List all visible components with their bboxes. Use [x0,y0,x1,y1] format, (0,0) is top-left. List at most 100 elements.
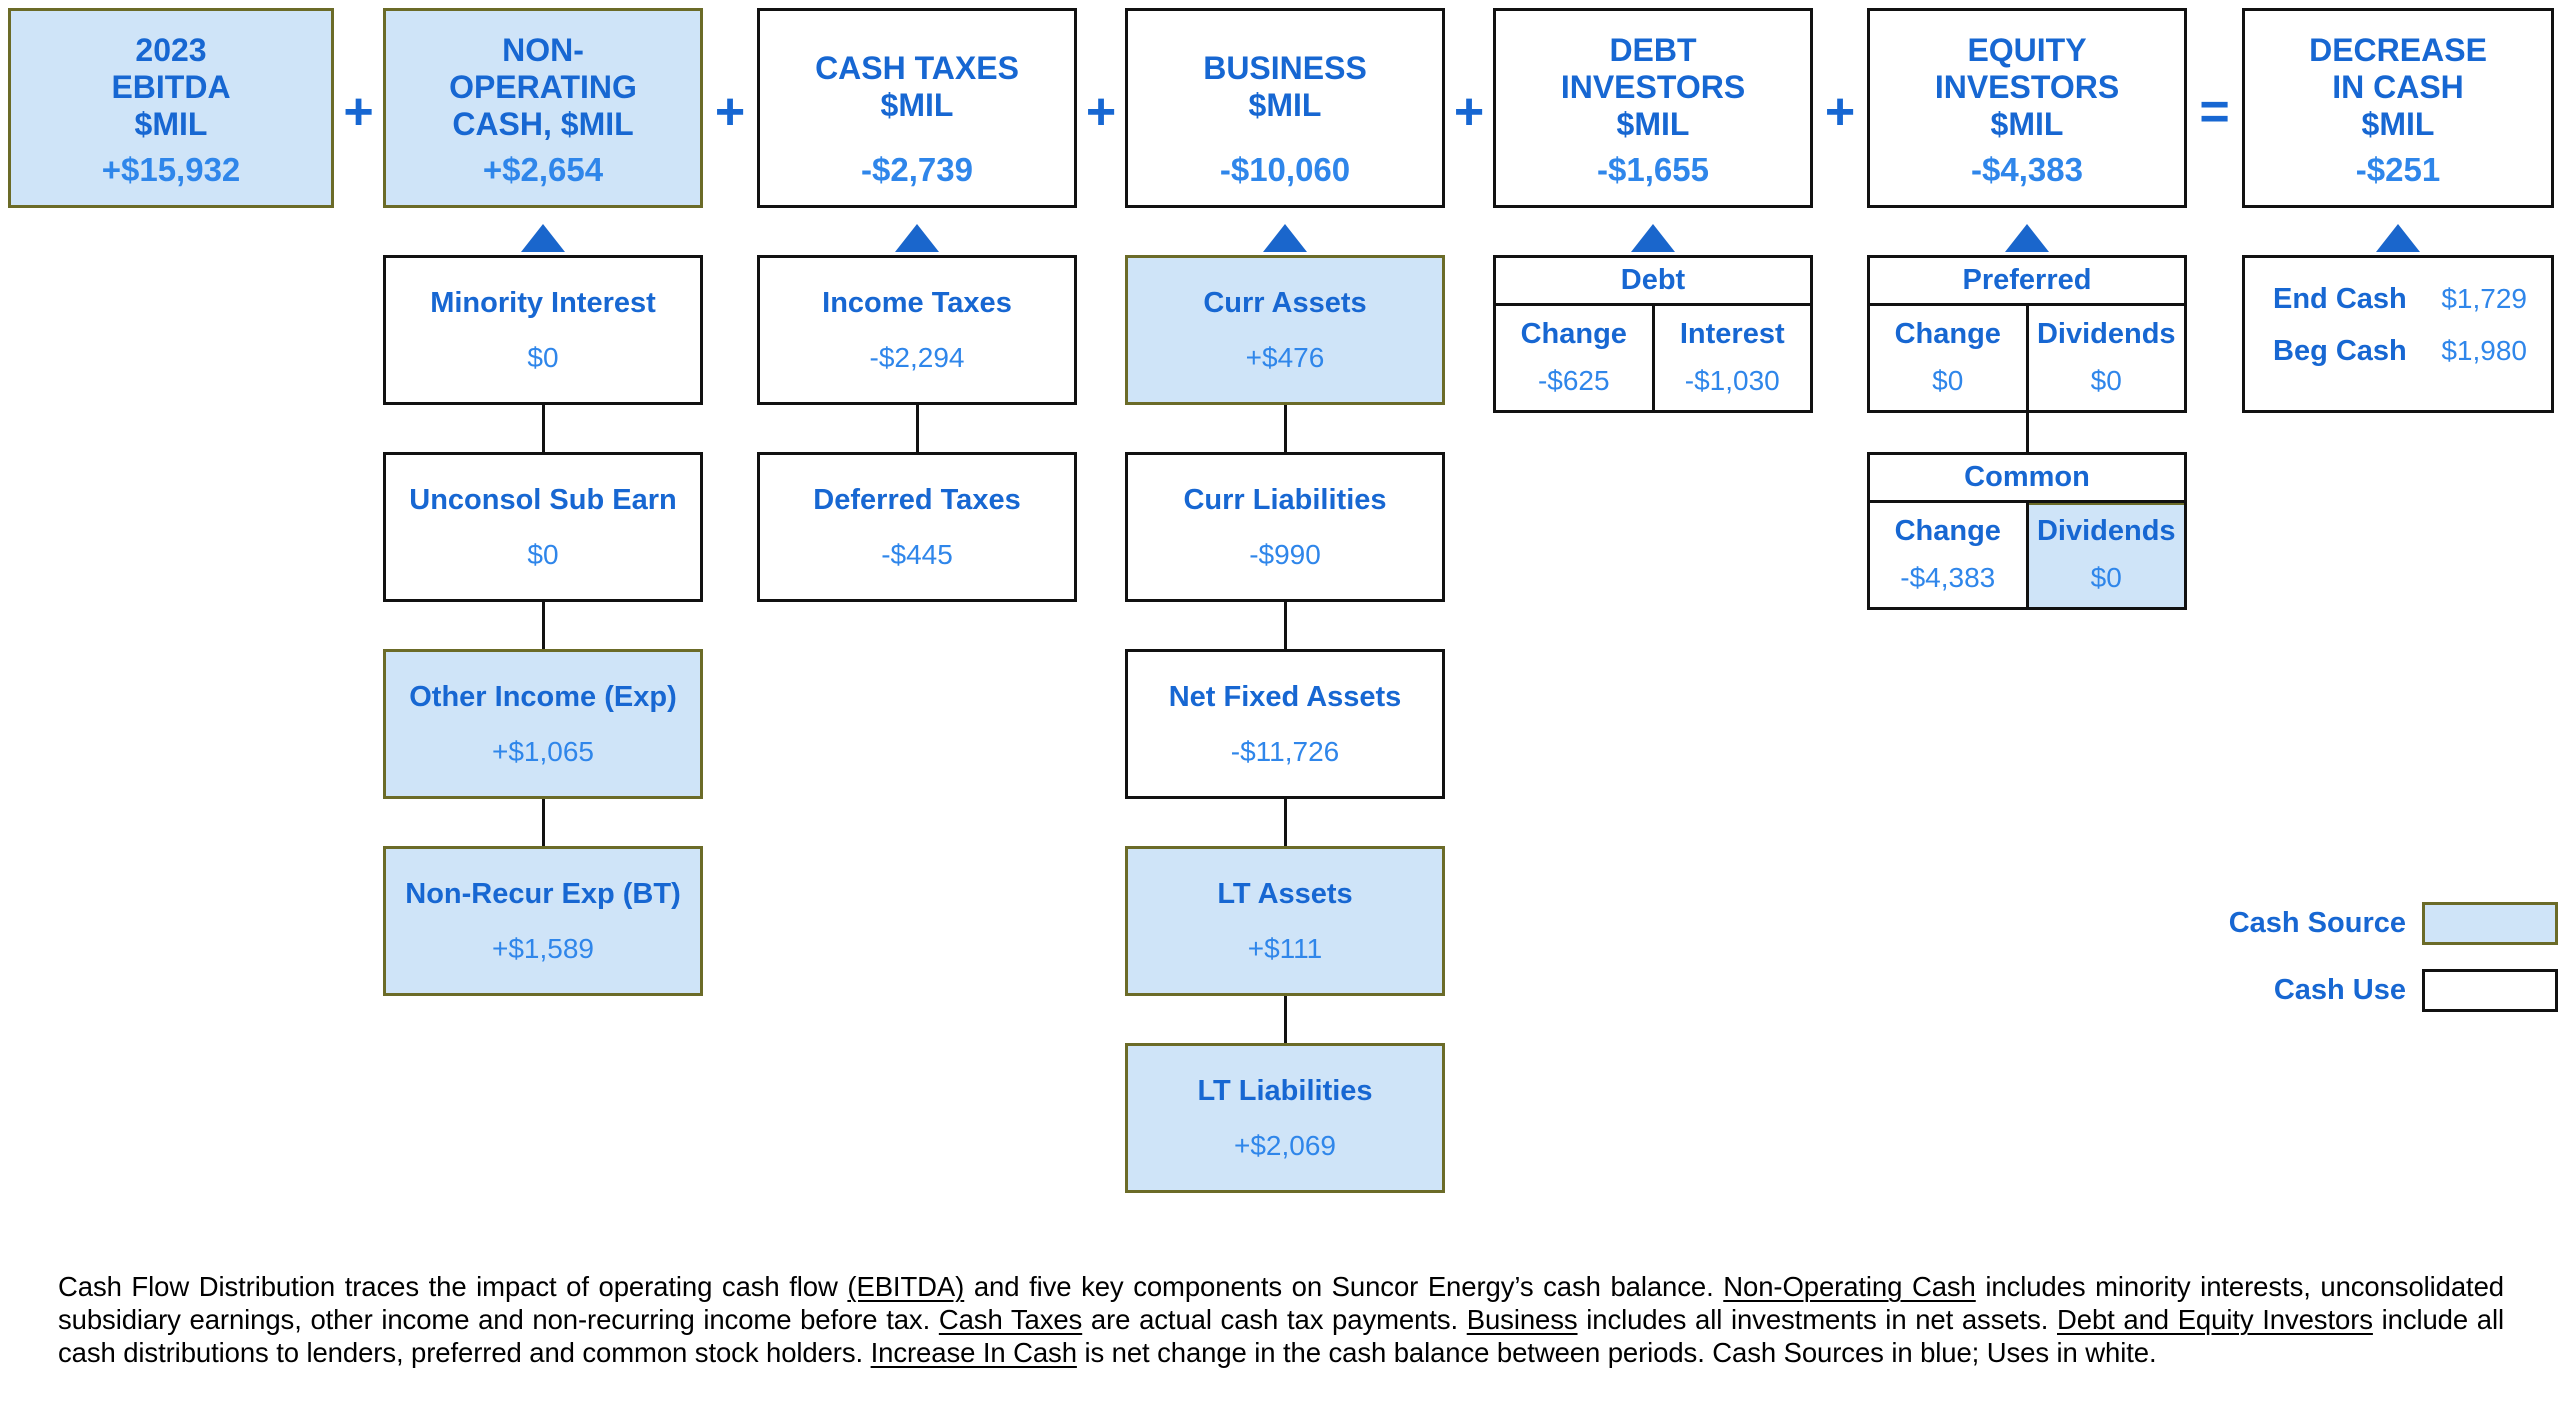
child-box-value: +$476 [1245,341,1325,373]
child-box-minority-interest: Minority Interest$0 [383,255,703,405]
table-cell-label: Change [1894,318,2001,350]
table-cell-value: $0 [2090,365,2122,396]
table-cell-value: -$4,383 [1900,562,1996,593]
box-title-line: NON- [502,31,584,68]
box-value: -$1,655 [1597,151,1709,188]
box-title-line: DECREASE [2309,31,2487,68]
arrow-up-icon [1631,224,1675,252]
footnote-segment: Non-Operating Cash [1723,1271,1976,1302]
child-box-value: +$1,065 [492,735,594,767]
box-title-line: $MIL [1616,105,1690,142]
child-box-label: Curr Liabilities [1183,483,1387,516]
connector-line [1283,996,1287,1043]
child-box-net-fixed-assets: Net Fixed Assets -$11,726 [1125,649,1445,799]
table-cell-change: Change-$4,383 [1870,503,2029,607]
box-title-line: DEBT [1609,31,1697,68]
box-title-line: $MIL [2361,105,2435,142]
table-title: Debt [1496,258,1810,306]
child-box-label: LT Liabilities [1197,1074,1373,1107]
connector-line [2025,413,2029,452]
box-title-line: $MIL [1248,87,1322,123]
connector-line [1283,799,1287,846]
box-title-line: IN CASH [2332,68,2464,105]
arrow-up-icon [2376,224,2420,252]
child-box-value: +$1,589 [492,932,594,964]
top-box-cash-taxes-mil: CASH TAXES$MIL-$2,739 [757,8,1077,208]
connector-line [1283,405,1287,452]
box-value: +$2,654 [482,151,604,188]
child-box-lt-assets: LT Assets+$111 [1125,846,1445,996]
box-title-line: OPERATING [449,68,637,105]
summary-row-value: $1,729 [2441,283,2527,314]
table-cell-label: Dividends [2036,318,2176,350]
child-box-value: -$2,294 [869,341,965,373]
child-box-unconsol-sub-earn: Unconsol Sub Earn$0 [383,452,703,602]
table-cell-change: Change-$625 [1496,306,1655,410]
child-box-value: $0 [527,538,559,570]
table-cell-interest: Interest-$1,030 [1654,306,1810,410]
legend-label-cash-use: Cash Use [2273,974,2406,1006]
child-box-income-taxes: Income Taxes-$2,294 [757,255,1077,405]
plus-operator: + [1824,83,1856,141]
table-cell-dividends: Dividends$0 [2028,503,2184,607]
child-box-value: +$111 [1247,932,1323,964]
top-box-business-mil: BUSINESS$MIL-$10,060 [1125,8,1445,208]
arrow-up-icon [521,224,565,252]
box-value: +$15,932 [101,151,241,188]
child-box-value: +$2,069 [1234,1129,1336,1161]
connector-line [1283,602,1287,649]
legend-label-cash-source: Cash Source [2228,907,2406,939]
child-box-non-recur-exp-bt: Non-Recur Exp (BT) +$1,589 [383,846,703,996]
box-value: -$4,383 [1971,151,2083,188]
child-box-label: Minority Interest [430,286,656,319]
footnote-segment: Debt and Equity Investors [2057,1304,2373,1335]
footnote-segment: Increase In Cash [870,1337,1077,1368]
connector-line [541,602,545,649]
summary-row-beg-cash: Beg Cash$1,980 [2273,330,2527,372]
summary-row-value: $1,980 [2441,335,2527,366]
child-box-deferred-taxes: Deferred Taxes -$445 [757,452,1077,602]
arrow-up-icon [895,224,939,252]
child-box-curr-assets: Curr Assets +$476 [1125,255,1445,405]
footnote-segment: includes minority interests, unconsolida… [58,1271,2504,1335]
connector-line [915,405,919,452]
child-box-label: Other Income (Exp) [409,680,677,713]
child-box-label: Net Fixed Assets [1168,680,1402,713]
box-title-line: 2023 [135,31,207,68]
box-title-line: $MIL [134,105,208,142]
table-cell-label: Change [1520,318,1627,350]
box-title-line: EBITDA [111,68,231,105]
legend-swatch-source [2422,902,2558,945]
box-title-line: INVESTORS [1934,68,2120,105]
footnote-segment: include all cash distributions to lender… [58,1304,2504,1368]
table-cell-change: Change$0 [1870,306,2029,410]
child-box-value: -$445 [881,538,953,570]
child-box-label: Deferred Taxes [813,483,1021,516]
footnote-segment: Cash Flow Distribution traces the impact… [58,1271,848,1302]
box-title-line: CASH TAXES [815,50,1019,86]
box-title: BUSINESS$MIL [1134,23,1436,151]
child-box-label: Curr Assets [1203,286,1367,319]
arrow-up-icon [1263,224,1307,252]
box-title-line: INVESTORS [1560,68,1746,105]
child-box-other-income-exp: Other Income (Exp) +$1,065 [383,649,703,799]
table-title: Preferred [1870,258,2184,306]
box-title-line: BUSINESS [1203,50,1367,86]
arrow-up-icon [2005,224,2049,252]
child-box-label: Non-Recur Exp (BT) [405,877,681,910]
box-title-line: CASH, $MIL [452,105,634,142]
plus-operator: + [714,83,746,141]
plus-operator: + [1453,83,1485,141]
child-box-value: -$11,726 [1230,735,1340,767]
